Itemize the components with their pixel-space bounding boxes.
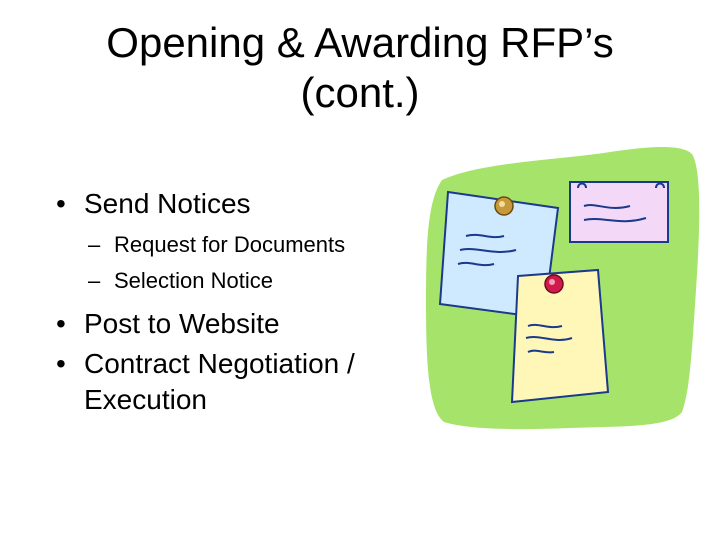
bullet-marker: • [56, 308, 66, 339]
slide-title-line-2: (cont.) [300, 69, 420, 116]
sub-bullet-marker: – [88, 232, 101, 257]
bullet-text: Contract Negotiation / Execution [84, 348, 355, 415]
bullet-text: Post to Website [84, 308, 280, 339]
sub-bullet-item: – Request for Documents [56, 232, 426, 258]
bullet-item: • Post to Website [56, 306, 426, 342]
yellow-note [510, 268, 610, 404]
red-pin-icon [544, 274, 564, 294]
pink-note [569, 181, 669, 243]
sub-bullet-marker: – [88, 268, 101, 293]
bulletin-board-notes-icon [426, 147, 700, 430]
bullet-list: • Send Notices – Request for Documents –… [56, 186, 426, 418]
sub-bullet-item: – Selection Notice [56, 268, 426, 294]
slide-title: Opening & Awarding RFP’s (cont.) [0, 18, 720, 118]
sub-bullet-text: Selection Notice [114, 268, 273, 293]
bullet-text: Send Notices [84, 188, 251, 219]
bullet-item: • Send Notices [56, 186, 426, 222]
bullet-item: • Contract Negotiation / Execution [56, 346, 426, 418]
sub-bullet-text: Request for Documents [114, 232, 346, 257]
gold-pin-icon [494, 196, 514, 216]
bullet-marker: • [56, 348, 66, 379]
slide-title-line-1: Opening & Awarding RFP’s [106, 19, 614, 66]
bullet-marker: • [56, 188, 66, 219]
